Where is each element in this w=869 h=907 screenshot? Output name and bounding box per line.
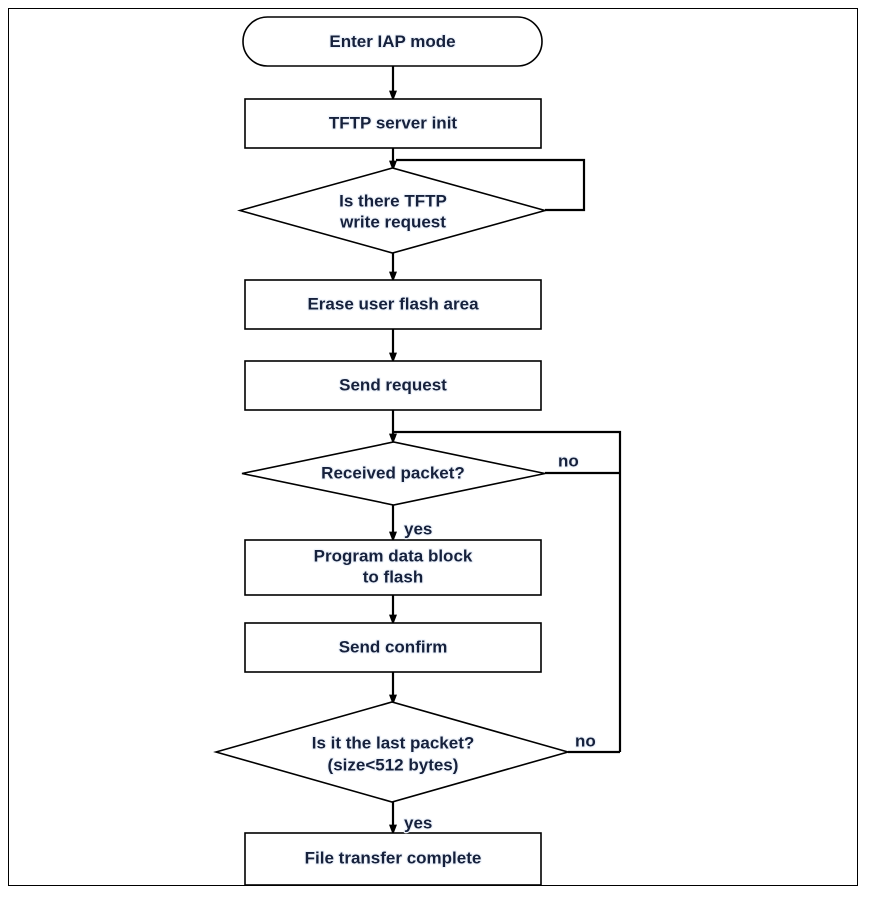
node-received-packet-shape[interactable]: [241, 441, 546, 506]
node-received-packet-label: Received packet?: [321, 463, 465, 482]
node-send-request-shape[interactable]: [244, 360, 542, 411]
node-erase-flash-shape[interactable]: [244, 279, 542, 330]
node-last-packet-shape[interactable]: [213, 701, 571, 803]
node-start-label: Enter IAP mode: [329, 32, 455, 51]
node-program-block-label-line2: to flash: [363, 567, 423, 586]
edge-label-received-no: no: [558, 451, 579, 470]
node-start-shape[interactable]: [242, 16, 543, 67]
node-send-confirm-shape[interactable]: [244, 622, 542, 673]
edge-label-last-packet-yes: yes: [404, 813, 432, 832]
node-tftp-init-shape[interactable]: [244, 98, 542, 149]
node-write-request-label-line2: write request: [339, 212, 446, 231]
node-tftp-init-label: TFTP server init: [329, 113, 458, 132]
node-erase-flash-label: Erase user flash area: [307, 294, 479, 313]
node-program-block-shape[interactable]: [244, 539, 542, 596]
node-write-request-shape[interactable]: [237, 167, 548, 254]
node-send-request-label: Send request: [339, 375, 447, 394]
node-write-request-label-line1: Is there TFTP: [339, 191, 447, 210]
node-send-confirm-label: Send confirm: [339, 637, 448, 656]
node-complete-shape[interactable]: [244, 832, 542, 886]
node-complete-label: File transfer complete: [305, 848, 482, 867]
edge-label-received-yes: yes: [404, 519, 432, 538]
node-last-packet-label-line2: (size<512 bytes): [328, 755, 459, 774]
edge-label-last-packet-no: no: [575, 731, 596, 750]
node-last-packet-label-line1: Is it the last packet?: [312, 733, 475, 752]
node-program-block-label-line1: Program data block: [314, 546, 473, 565]
connector-no-return-bus: [393, 430, 622, 752]
connector-write-request-loop: [396, 158, 586, 212]
